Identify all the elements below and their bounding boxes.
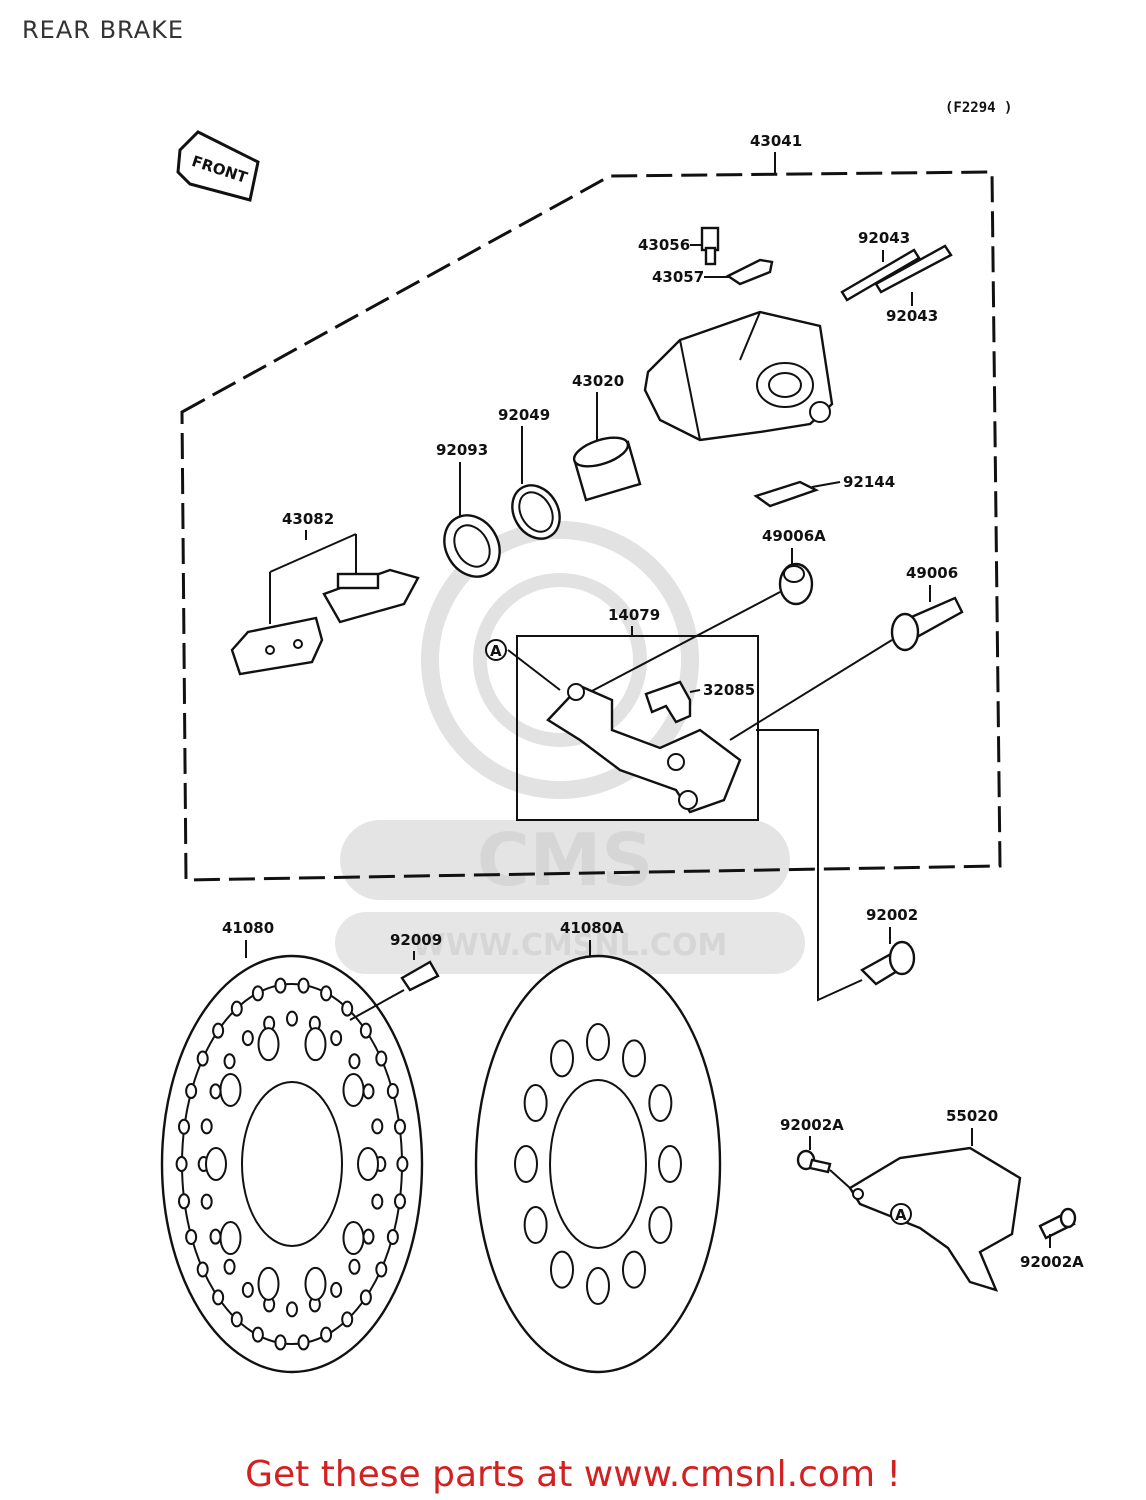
part-label-92002: 92002 — [866, 906, 918, 924]
part-label-92002A-right: 92002A — [1020, 1253, 1084, 1271]
part-label-92144: 92144 — [843, 473, 895, 491]
brake-pad-icon-front — [230, 616, 324, 676]
pin-icon-lower — [874, 244, 953, 294]
svg-text:A: A — [490, 642, 502, 660]
disc-screw-icon — [400, 960, 440, 992]
disc-guard-icon — [848, 1146, 1022, 1292]
caliper-bracket-icon — [546, 683, 742, 814]
bracket-group-box — [516, 635, 759, 821]
part-label-14079: 14079 — [608, 606, 660, 624]
part-label-43082: 43082 — [282, 510, 334, 528]
part-label-49006: 49006 — [906, 564, 958, 582]
part-label-43020: 43020 — [572, 372, 624, 390]
part-label-92049: 92049 — [498, 406, 550, 424]
part-label-92043-top: 92043 — [858, 229, 910, 247]
reference-marker-a-upper: A — [485, 639, 507, 661]
part-label-49006A: 49006A — [762, 527, 826, 545]
pin-icon-upper — [840, 248, 921, 302]
bushing-icon — [778, 562, 814, 606]
part-label-92043-bottom: 92043 — [886, 307, 938, 325]
piston-seal-icon — [511, 484, 561, 540]
bleeder-cap-icon — [725, 258, 774, 286]
figure-code: (F2294 ) — [945, 100, 1012, 116]
front-arrow-icon: FRONT — [176, 130, 260, 202]
watermark-logo-text: CMS — [477, 818, 653, 902]
bracket-clip-icon — [644, 680, 692, 724]
guard-bolt-icon-left — [796, 1149, 832, 1174]
footer-link[interactable]: Get these parts at www.cmsnl.com ! — [245, 1454, 901, 1495]
part-label-92002A-left: 92002A — [780, 1116, 844, 1134]
part-label-92093: 92093 — [436, 441, 488, 459]
part-label-43041: 43041 — [750, 132, 802, 150]
brake-pad-icon-rear — [322, 568, 420, 624]
part-label-41080: 41080 — [222, 919, 274, 937]
collar-bolt-icon — [890, 596, 964, 652]
reference-marker-a-lower: A — [890, 1203, 912, 1225]
part-label-55020: 55020 — [946, 1107, 998, 1125]
part-label-43057: 43057 — [652, 268, 704, 286]
page-title: REAR BRAKE — [22, 16, 185, 44]
caliper-bolt-icon — [860, 940, 916, 986]
pad-spring-icon — [753, 480, 820, 508]
part-label-32085: 32085 — [703, 681, 755, 699]
guard-bolt-icon-right — [1038, 1207, 1077, 1240]
bleeder-valve-icon — [700, 226, 720, 266]
part-label-41080A: 41080A — [560, 919, 624, 937]
cmsnl-watermark: CMS WWW.CMSNL.COM — [335, 521, 805, 974]
dust-seal-icon — [443, 514, 501, 578]
watermark-url-text: WWW.CMSNL.COM — [413, 928, 728, 963]
svg-text:A: A — [895, 1206, 907, 1224]
part-label-43056: 43056 — [638, 236, 690, 254]
brake-disc-plain-icon — [474, 954, 722, 1374]
caliper-assembly-outline — [180, 170, 1002, 882]
brake-disc-drilled-icon — [160, 954, 424, 1374]
part-label-92009: 92009 — [390, 931, 442, 949]
piston-icon — [572, 436, 642, 502]
caliper-body-icon — [643, 310, 834, 442]
